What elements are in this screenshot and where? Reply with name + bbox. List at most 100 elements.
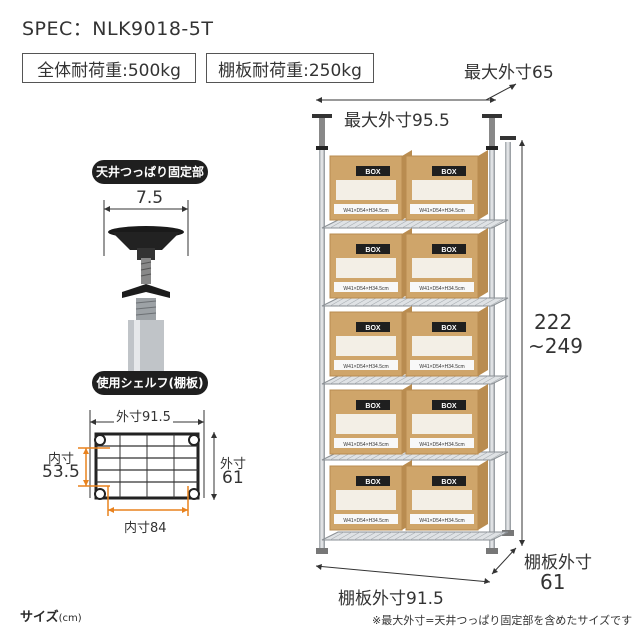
box-size-strip	[410, 282, 474, 292]
wire-shelf-rib	[425, 219, 441, 229]
box-size-text: W41×D54×H34.5cm	[343, 518, 388, 524]
box-form	[336, 180, 396, 200]
wire-shelf-rib	[409, 297, 425, 307]
wire-shelf-rib	[393, 219, 409, 229]
wire-shelf-rib	[425, 297, 441, 307]
height-max: ~249	[528, 334, 583, 358]
box-label-text: BOX	[441, 403, 457, 410]
wire-shelf-rib	[353, 297, 369, 307]
wire-shelf-rib	[457, 531, 473, 541]
box-label-plate	[356, 322, 390, 332]
box-size-strip	[410, 514, 474, 524]
wire-shelf-rib	[441, 219, 457, 229]
height-min: 222	[534, 310, 573, 334]
wire-shelf-rib	[337, 531, 353, 541]
box-size-strip	[334, 360, 398, 370]
footnote: ※最大外寸=天井つっぱり固定部を含めたサイズです	[372, 614, 633, 627]
wire-shelf-rib	[417, 531, 433, 541]
box-form	[412, 258, 472, 278]
box-form	[336, 336, 396, 356]
max-width-label: 最大外寸95.5	[344, 111, 450, 131]
wire-shelf-rib	[369, 219, 385, 229]
shelf-depth-label: 棚板外寸	[524, 553, 592, 573]
box-form	[412, 490, 472, 510]
wire-shelf-rib	[409, 375, 425, 385]
wire-shelf-rib	[441, 531, 457, 541]
box-size-strip	[410, 360, 474, 370]
box-size-text: W41×D54×H34.5cm	[419, 208, 464, 214]
box-form	[412, 414, 472, 434]
wire-shelf-rib	[473, 531, 489, 541]
wire-shelf-rib	[433, 219, 449, 229]
box-form	[336, 490, 396, 510]
box-label-text: BOX	[441, 169, 457, 176]
wire-shelf-rib	[361, 219, 377, 229]
wire-shelf-rib	[441, 297, 457, 307]
wire-shelf-rib	[481, 451, 497, 461]
wire-shelf-rib	[457, 219, 473, 229]
cardboard-box-side	[478, 384, 488, 454]
wire-shelf-rib	[345, 531, 361, 541]
wire-shelf-rib	[393, 531, 409, 541]
box-size-strip	[334, 282, 398, 292]
box-size-strip	[410, 438, 474, 448]
box-size-strip	[410, 204, 474, 214]
box-label-plate	[432, 166, 466, 176]
wire-shelf-rib	[377, 375, 393, 385]
wire-shelf-rib	[353, 531, 369, 541]
size-caption: サイズ(cm)	[20, 606, 82, 625]
wire-shelf-rib	[377, 531, 393, 541]
cardboard-box-side	[478, 228, 488, 298]
wire-shelf-rib	[401, 531, 417, 541]
wire-shelf-rib	[417, 297, 433, 307]
wire-shelf-rib	[393, 297, 409, 307]
wire-shelf-rib	[489, 451, 505, 461]
wire-shelf-rib	[409, 219, 425, 229]
total-load-badge: 全体耐荷重:500kg	[22, 53, 196, 83]
wire-shelf-rib	[401, 219, 417, 229]
wire-shelf-rib	[401, 375, 417, 385]
wire-shelf-rib	[401, 297, 417, 307]
wire-shelf-rib	[393, 375, 409, 385]
wire-shelf-rib	[457, 375, 473, 385]
shelf-inner-width: 内寸84	[124, 521, 167, 536]
wire-shelf-rib	[329, 297, 345, 307]
wire-shelf-rib	[449, 297, 465, 307]
wire-shelf-rib	[473, 219, 489, 229]
wire-shelf-rib	[481, 219, 497, 229]
box-size-strip	[334, 438, 398, 448]
ceiling-part-label: 天井つっぱり固定部	[92, 160, 208, 184]
shelf-outer-depth-value: 61	[222, 468, 244, 488]
box-label-text: BOX	[441, 325, 457, 332]
box-label-text: BOX	[365, 479, 381, 486]
box-size-text: W41×D54×H34.5cm	[419, 442, 464, 448]
wire-shelf-rib	[345, 219, 361, 229]
max-depth-label: 最大外寸65	[464, 63, 554, 83]
wire-shelf-rib	[385, 297, 401, 307]
wire-shelf-rib	[465, 531, 481, 541]
box-label-text: BOX	[365, 403, 381, 410]
wire-shelf-rib	[433, 297, 449, 307]
wire-shelf-rib	[361, 375, 377, 385]
shelf-outer-width: 外寸91.5	[114, 406, 173, 425]
box-label-plate	[356, 476, 390, 486]
wire-shelf-rib	[425, 531, 441, 541]
wire-shelf-rib	[369, 375, 385, 385]
wire-shelf-rib	[337, 297, 353, 307]
wire-shelf-rib	[409, 531, 425, 541]
box-label-text: BOX	[365, 169, 381, 176]
box-label-text: BOX	[365, 247, 381, 254]
box-label-text: BOX	[441, 479, 457, 486]
wire-shelf-rib	[353, 375, 369, 385]
wire-shelf-rib	[465, 219, 481, 229]
box-form	[336, 258, 396, 278]
box-form	[412, 180, 472, 200]
wire-shelf-rib	[329, 219, 345, 229]
wire-shelf-rib	[417, 375, 433, 385]
shelf-panel-label: 使用シェルフ(棚板)	[92, 371, 208, 395]
wire-shelf-rib	[345, 375, 361, 385]
wire-shelf-rib	[489, 531, 505, 541]
